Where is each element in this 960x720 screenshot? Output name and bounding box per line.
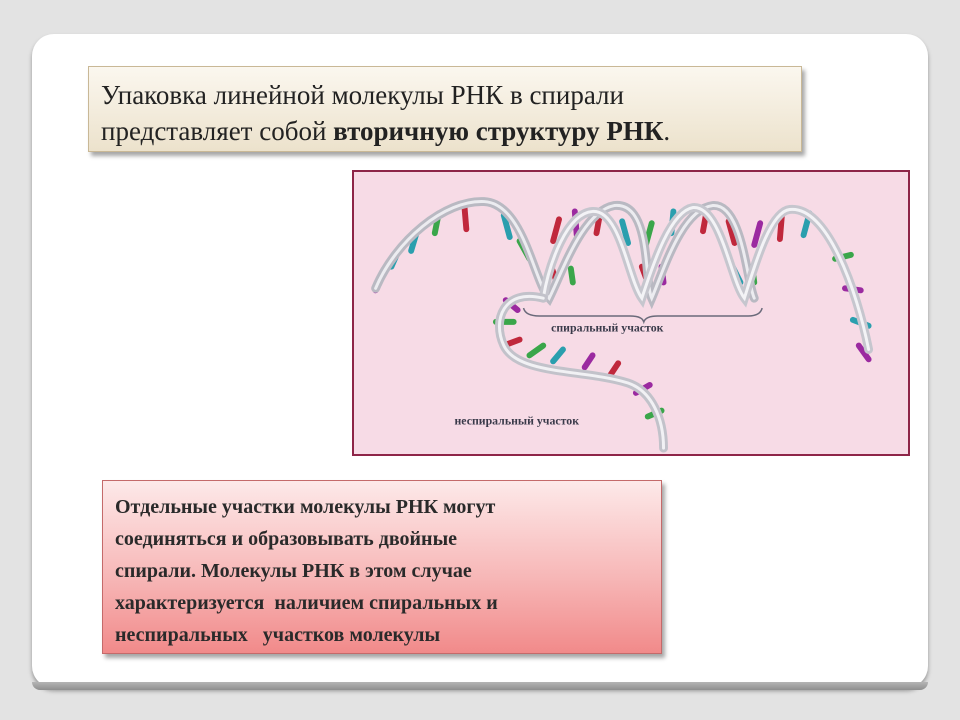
title-line-2: представляет собой вторичную структуру Р… — [101, 113, 789, 149]
nucleotide-base-4 — [461, 202, 470, 233]
label-spiral-region: спиральный участок — [551, 321, 664, 335]
title-line-2-prefix: представляет собой — [101, 116, 334, 146]
rna-strand-tail-highlight — [498, 295, 666, 450]
slide-bottom-edge — [32, 682, 928, 690]
nucleotide-base-15 — [751, 220, 764, 248]
nucleotide-base-7 — [550, 216, 562, 244]
info-line-3: спирали. Молекулы РНК в этом случае — [115, 560, 472, 582]
nucleotide-base-14 — [725, 218, 738, 246]
title-line-2-suffix: . — [663, 116, 671, 146]
label-nonspiral-region: неспиральный участок — [455, 413, 580, 427]
nucleotide-base-28 — [607, 360, 622, 379]
nucleotide-base-34 — [567, 265, 576, 286]
nucleotide-base-5 — [500, 212, 513, 241]
info-box: Отдельные участки молекулы РНК могут сое… — [102, 480, 662, 654]
rna-strand-front-highlight — [541, 206, 871, 351]
nucleotide-base-10 — [619, 218, 631, 246]
spiral-region-bracket — [522, 307, 763, 325]
rna-strand-back — [371, 197, 759, 310]
title-line-2-bold: вторичную структуру РНК — [333, 116, 664, 146]
nucleotide-base-21 — [855, 342, 872, 363]
rna-helix-illustration: спиральный участок неспиральный участок — [371, 197, 874, 453]
info-line-4: характеризуется наличием спиральных и — [115, 592, 498, 614]
nucleotide-base-25 — [526, 342, 547, 359]
nucleotide-base-27 — [581, 352, 596, 371]
info-line-2: соединяться и образовывать двойные — [115, 528, 458, 550]
nucleotide-base-26 — [550, 346, 566, 365]
rna-helix-figure: спиральный участок неспиральный участок — [352, 170, 910, 456]
rna-strand-back-highlight — [374, 200, 756, 302]
title-line-1: Упаковка линейной молекулы РНК в спирали — [101, 80, 624, 110]
info-line-5: неспиральных участков молекулы — [115, 624, 441, 646]
title-box: Упаковка линейной молекулы РНК в спирали… — [88, 66, 802, 152]
info-line-1: Отдельные участки молекулы РНК могут — [115, 496, 496, 518]
